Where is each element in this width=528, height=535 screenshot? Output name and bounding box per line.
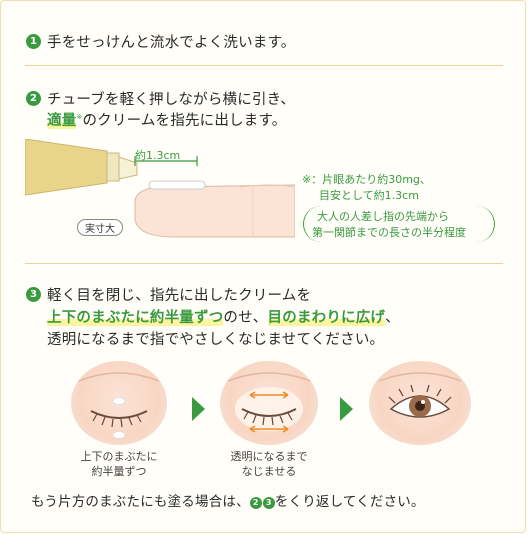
amount-highlight: 適量 [47, 113, 77, 129]
cream-strip [148, 180, 206, 190]
step3-line2: 上下のまぶたに約半量ずつのせ、目のまわりに広げ、 [47, 306, 400, 327]
footer-pre: もう片方のまぶたにも塗る場合は、 [31, 494, 250, 510]
caption-1-line1: 上下のまぶたに [80, 450, 158, 463]
arrow-right-icon [192, 397, 205, 421]
step3-mid: のせ、 [223, 310, 268, 326]
step2-line1: チューブを軽く押しながら横に引き、 [47, 92, 296, 108]
note-paren2: 第一関節までの長さの半分程度 [312, 226, 466, 239]
tube-finger-illustration [25, 139, 295, 238]
half-amount-highlight: 上下のまぶたに約半量ずつ [47, 310, 224, 326]
open-eye-panel [369, 361, 471, 445]
caption-2-line1: 透明になるまで [230, 450, 308, 463]
closed-eye-icon [78, 372, 160, 439]
step3-comma: 、 [385, 310, 400, 326]
step2-line2-rest: のクリームを指先に出します。 [82, 113, 287, 129]
caption-2-line2: なじませる [241, 465, 297, 478]
step2-line2: 適量※のクリームを指先に出します。 [47, 109, 286, 130]
measure-label: 約1.3cm [135, 149, 181, 162]
step3-line1: 軽く目を閉じ、指先に出したクリームを [47, 288, 312, 304]
actual-size-badge: 実寸大 [77, 219, 123, 236]
caption-1-line2: 約半量ずつ [91, 465, 147, 478]
step3-line3: 透明になるまで指でやさしくなじませてください。 [47, 332, 385, 348]
open-eye-icon [378, 372, 462, 418]
step2-number: 2 [26, 91, 41, 106]
fingertip-icon [134, 184, 295, 238]
cream-dot-lower [112, 431, 126, 439]
caption-1: 上下のまぶたに 約半量ずつ [61, 449, 177, 479]
ointment-tube-icon [25, 139, 138, 196]
divider-1 [25, 65, 503, 66]
asterisk-mark: ※ [76, 113, 83, 122]
note-line1: ※：片眼あたり約30mg、 [302, 173, 431, 186]
divider-2 [25, 263, 503, 264]
caption-2: 透明になるまで なじませる [211, 449, 327, 479]
note-bracket [303, 206, 495, 242]
footer-post: をくり返してください。 [274, 494, 425, 510]
footer-ref-step2: 2 [249, 497, 262, 509]
step3-number: 3 [26, 287, 41, 302]
footer-ref-step3: 3 [262, 497, 275, 509]
closed-eye-panel-2 [220, 361, 318, 445]
note-paren1: 大人の人差し指の先端から [317, 210, 449, 223]
note-line2: 目安として約1.3cm [319, 189, 419, 202]
arrow-right-icon-2 [340, 397, 353, 421]
step1-text: 手をせっけんと流水でよく洗います。 [47, 35, 296, 51]
spreading-eye-icon [227, 372, 311, 433]
step1-number: 1 [26, 34, 41, 49]
spread-highlight: 目のまわりに広げ [267, 310, 386, 326]
closed-eye-panel-1 [71, 361, 167, 445]
cream-dot-upper [112, 397, 126, 405]
